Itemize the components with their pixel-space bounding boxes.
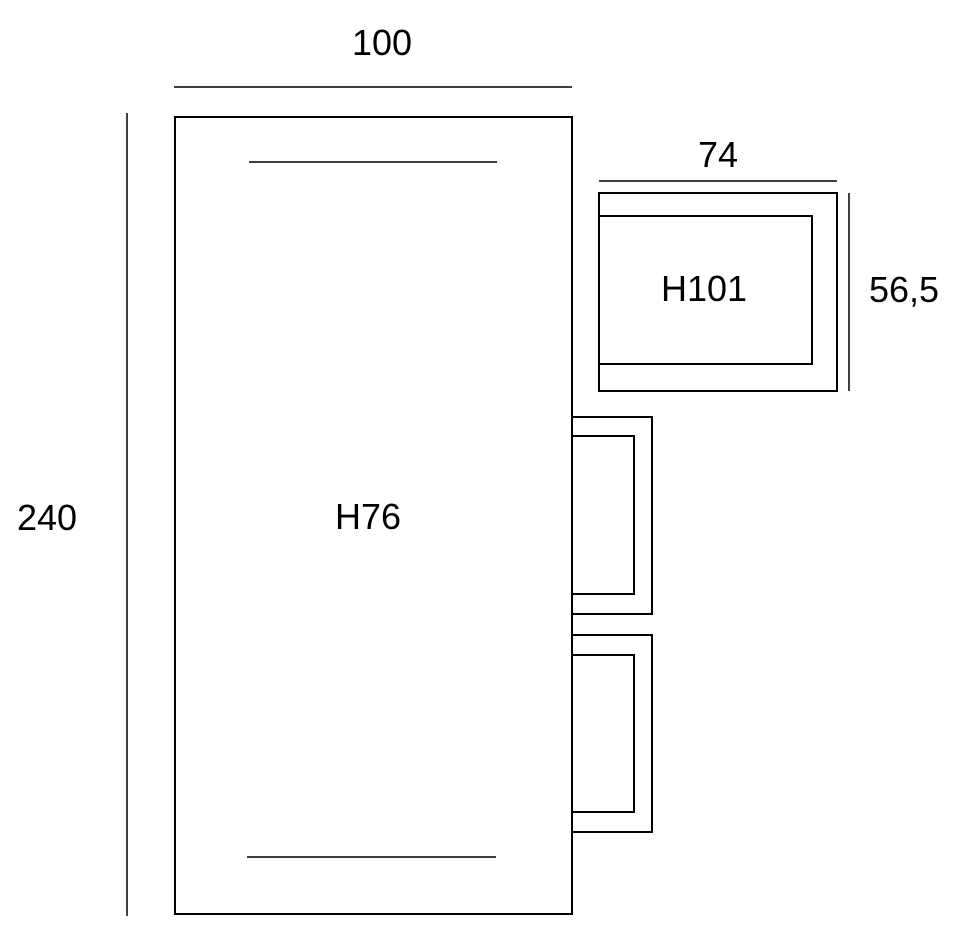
armchair: H101 bbox=[598, 192, 838, 392]
table-height-label: H76 bbox=[335, 496, 401, 537]
chair-width-label: 74 bbox=[698, 134, 738, 175]
side-chair-lower-outer bbox=[571, 634, 653, 833]
side-chair-lower bbox=[571, 634, 653, 833]
chair-height-label: H101 bbox=[661, 268, 747, 309]
table-width-dimension: 100 bbox=[174, 22, 572, 88]
side-chair-upper-seat bbox=[571, 435, 635, 595]
chair-width-dimension: 74 bbox=[599, 134, 837, 182]
armchair-seat-outline bbox=[598, 215, 813, 365]
side-chair-lower-seat bbox=[571, 654, 635, 813]
chair-depth-label: 56,5 bbox=[869, 269, 939, 310]
table: H76 bbox=[174, 116, 573, 915]
side-chair-upper-outer bbox=[571, 416, 653, 615]
table-length-label: 240 bbox=[17, 497, 77, 538]
side-chair-upper bbox=[571, 416, 653, 615]
chair-depth-dimension: 56,5 bbox=[848, 193, 939, 391]
table-length-dimension: 240 bbox=[17, 113, 128, 916]
table-width-label: 100 bbox=[352, 22, 412, 63]
